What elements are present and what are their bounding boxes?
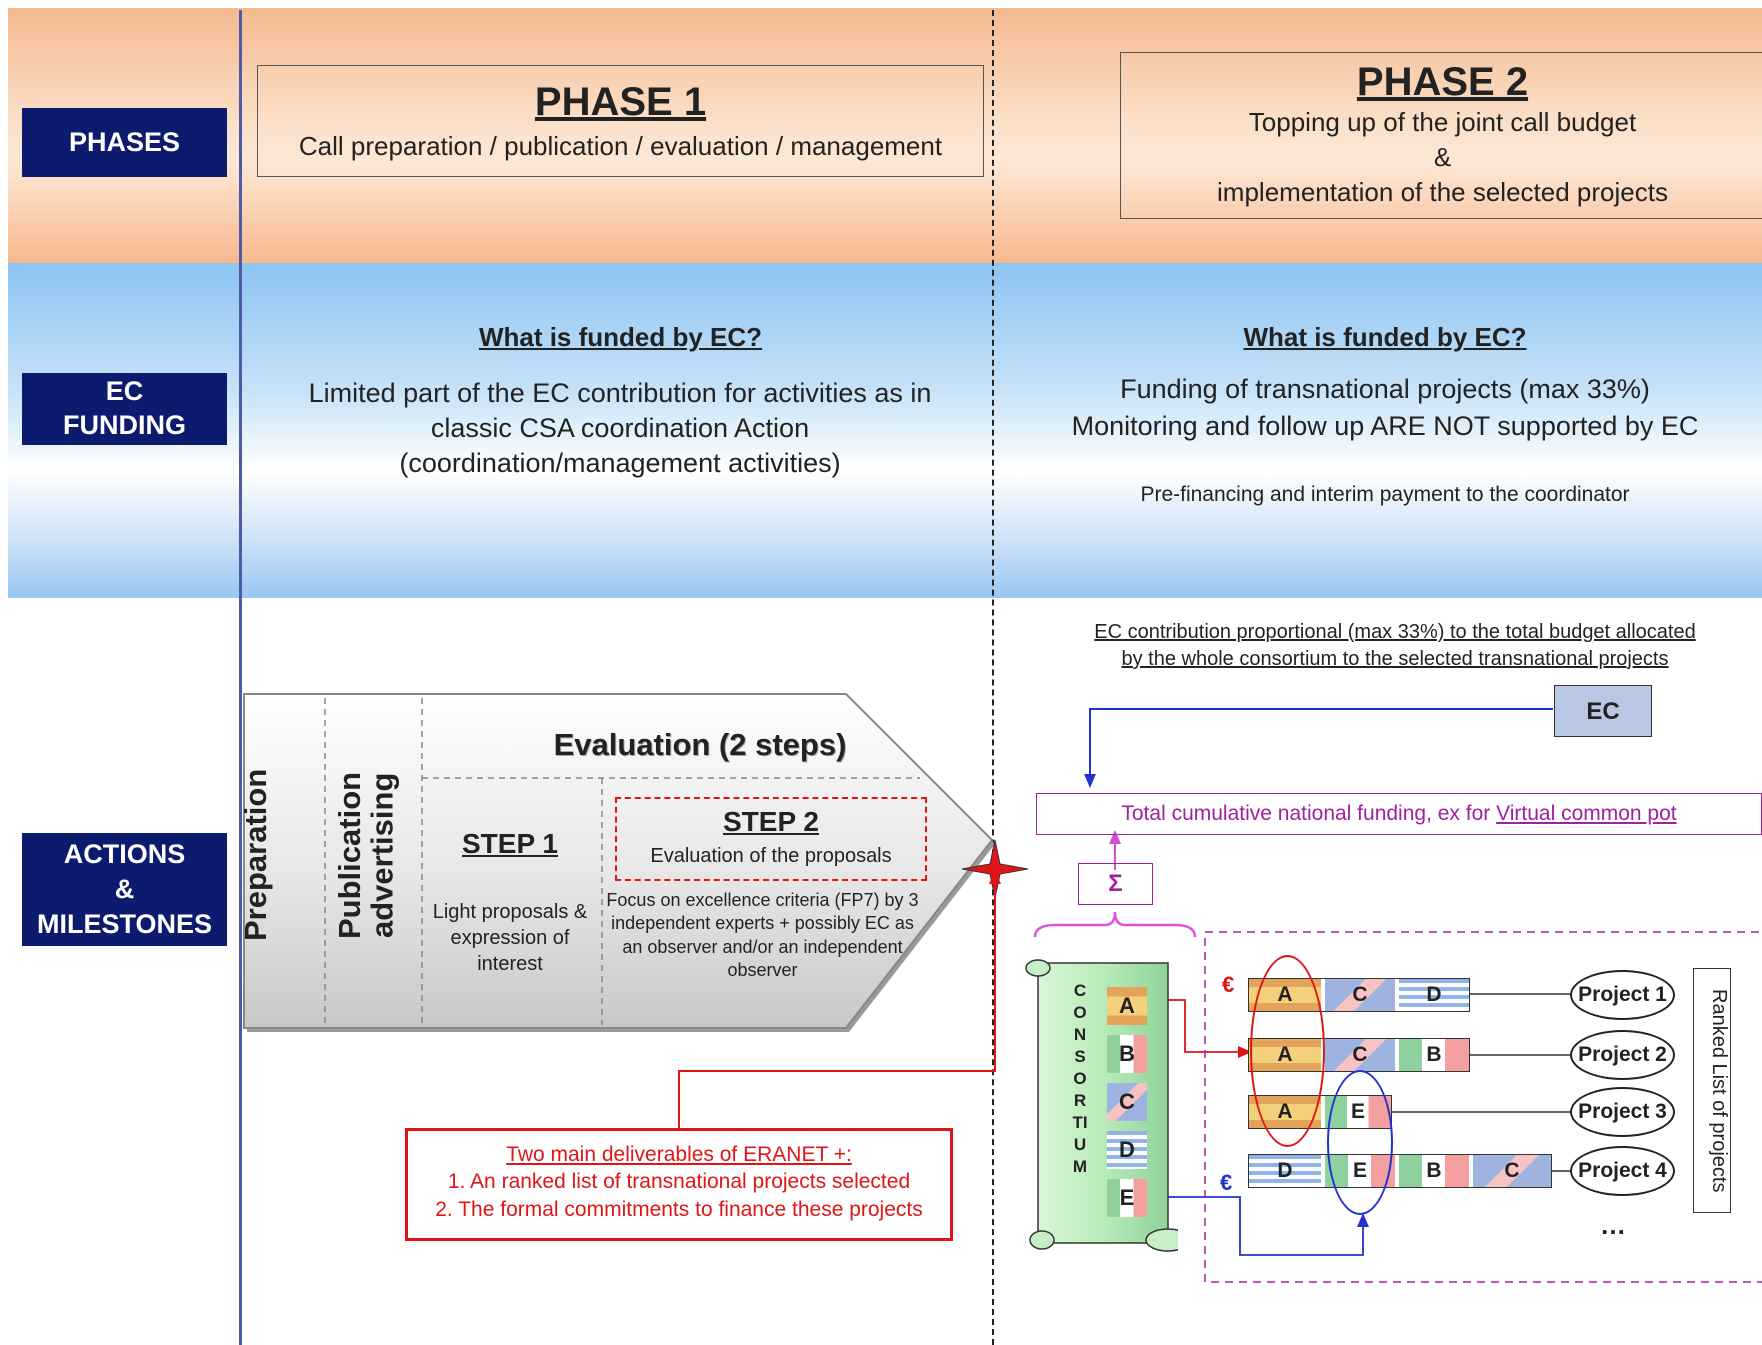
euro-blue-icon: € bbox=[1220, 1170, 1233, 1195]
preparation-label: Preparation bbox=[238, 768, 273, 942]
consortium-member-b: B bbox=[1107, 1035, 1147, 1073]
process-arrow bbox=[243, 693, 995, 1032]
deliverable-item-1: 1. An ranked list of transnational proje… bbox=[447, 1170, 911, 1194]
evaluation-title: Evaluation (2 steps) bbox=[553, 727, 847, 762]
bar4-member-d: D bbox=[1249, 1155, 1321, 1187]
project-2: Project 2 bbox=[1570, 1030, 1675, 1080]
phase1-subtitle: Call preparation / publication / evaluat… bbox=[298, 131, 943, 161]
step2-sub: Evaluation of the proposals bbox=[650, 845, 892, 867]
bar2-member-c: C bbox=[1325, 1039, 1395, 1071]
publication-label: Publication advertising bbox=[332, 771, 400, 939]
step2-box: STEP 2 Evaluation of the proposals bbox=[615, 797, 927, 881]
consortium-member-a: A bbox=[1107, 987, 1147, 1025]
partner-e-highlight bbox=[1327, 1070, 1393, 1215]
phase2-funding-title: What is funded by EC? bbox=[1243, 322, 1527, 352]
milestone-star-icon bbox=[962, 840, 1029, 898]
deliverables-title: Two main deliverables of ERANET +: bbox=[506, 1143, 852, 1166]
step1-text: Light proposals & expression of interest bbox=[432, 901, 588, 975]
ranked-list-label: Ranked List of projects bbox=[1693, 968, 1731, 1213]
bar1-member-c: C bbox=[1325, 979, 1395, 1011]
project-bar-4: D E B C bbox=[1248, 1154, 1552, 1188]
ec-box: EC bbox=[1554, 685, 1652, 737]
phase2-title: PHASE 2 bbox=[1356, 60, 1529, 104]
sigma-box: Σ bbox=[1078, 863, 1153, 905]
ec-label: EC bbox=[1586, 698, 1620, 725]
phase2-line1: Topping up of the joint call budget bbox=[1248, 107, 1637, 137]
phase1-box: PHASE 1 Call preparation / publication /… bbox=[257, 65, 984, 177]
ec-note-line2: by the whole consortium to the selected … bbox=[1121, 648, 1669, 670]
funding-flow-connectors bbox=[1033, 708, 1762, 1283]
deliverables-connector bbox=[678, 870, 1001, 1128]
deliverables-box: Two main deliverables of ERANET +: 1. An… bbox=[405, 1128, 953, 1241]
bar2-member-b: B bbox=[1399, 1039, 1469, 1071]
step1-title: STEP 1 bbox=[462, 828, 558, 859]
phase1-title: PHASE 1 bbox=[534, 80, 707, 124]
bar4-member-b: B bbox=[1399, 1155, 1469, 1187]
phase1-funding-title: What is funded by EC? bbox=[478, 322, 763, 352]
ec-contribution-note: EC contribution proportional (max 33%) t… bbox=[1040, 619, 1750, 673]
phase2-line2: & bbox=[1433, 142, 1452, 173]
more-projects: … bbox=[1600, 1210, 1626, 1240]
phases-band bbox=[8, 8, 1762, 263]
phase2-line3: implementation of the selected projects bbox=[1217, 177, 1668, 208]
step2-title: STEP 2 bbox=[723, 806, 819, 837]
bar4-member-c: C bbox=[1473, 1155, 1551, 1187]
pot-text: Total cumulative national funding, ex fo… bbox=[1121, 802, 1497, 825]
virtual-common-pot-box: Total cumulative national funding, ex fo… bbox=[1036, 793, 1762, 835]
phase2-funding-line1: Funding of transnational projects (max 3… bbox=[1120, 374, 1650, 404]
consortium-word: CONSORTIUM bbox=[1072, 981, 1088, 1176]
project-3: Project 3 bbox=[1570, 1087, 1675, 1137]
ec-note-line1: EC contribution proportional (max 33%) t… bbox=[1094, 621, 1696, 643]
phase2-box: PHASE 2 Topping up of the joint call bud… bbox=[1120, 52, 1762, 219]
project-1: Project 1 bbox=[1570, 970, 1675, 1020]
phase-divider bbox=[992, 10, 994, 1345]
consortium-member-c: C bbox=[1107, 1083, 1147, 1121]
left-divider bbox=[239, 10, 242, 1345]
phase1-funding-text: Limited part of the EC contribution for … bbox=[308, 378, 932, 479]
partner-a-highlight bbox=[1250, 955, 1325, 1147]
project-4: Project 4 bbox=[1570, 1146, 1675, 1196]
ec-funding-label: EC FUNDING bbox=[22, 373, 227, 445]
pot-link[interactable]: Virtual common pot bbox=[1496, 802, 1677, 825]
phases-label: PHASES bbox=[22, 108, 227, 177]
deliverable-item-2: 2. The formal commitments to finance the… bbox=[435, 1197, 923, 1221]
actions-milestones-label: ACTIONS & MILESTONES bbox=[22, 833, 227, 946]
euro-red-icon: € bbox=[1222, 972, 1235, 997]
ec-funding-band bbox=[8, 263, 1762, 598]
consortium-member-d: D bbox=[1107, 1131, 1147, 1169]
phase2-funding-line3: Pre-financing and interim payment to the… bbox=[1140, 483, 1630, 506]
phase2-funding-line2: Monitoring and follow up ARE NOT support… bbox=[1071, 411, 1699, 441]
bar1-member-d: D bbox=[1399, 979, 1469, 1011]
consortium-member-e: E bbox=[1107, 1179, 1147, 1217]
sigma-symbol: Σ bbox=[1108, 870, 1123, 897]
consortium-scroll bbox=[1025, 959, 1178, 1252]
step2-text: Focus on excellence criteria (FP7) by 3 … bbox=[606, 890, 919, 981]
